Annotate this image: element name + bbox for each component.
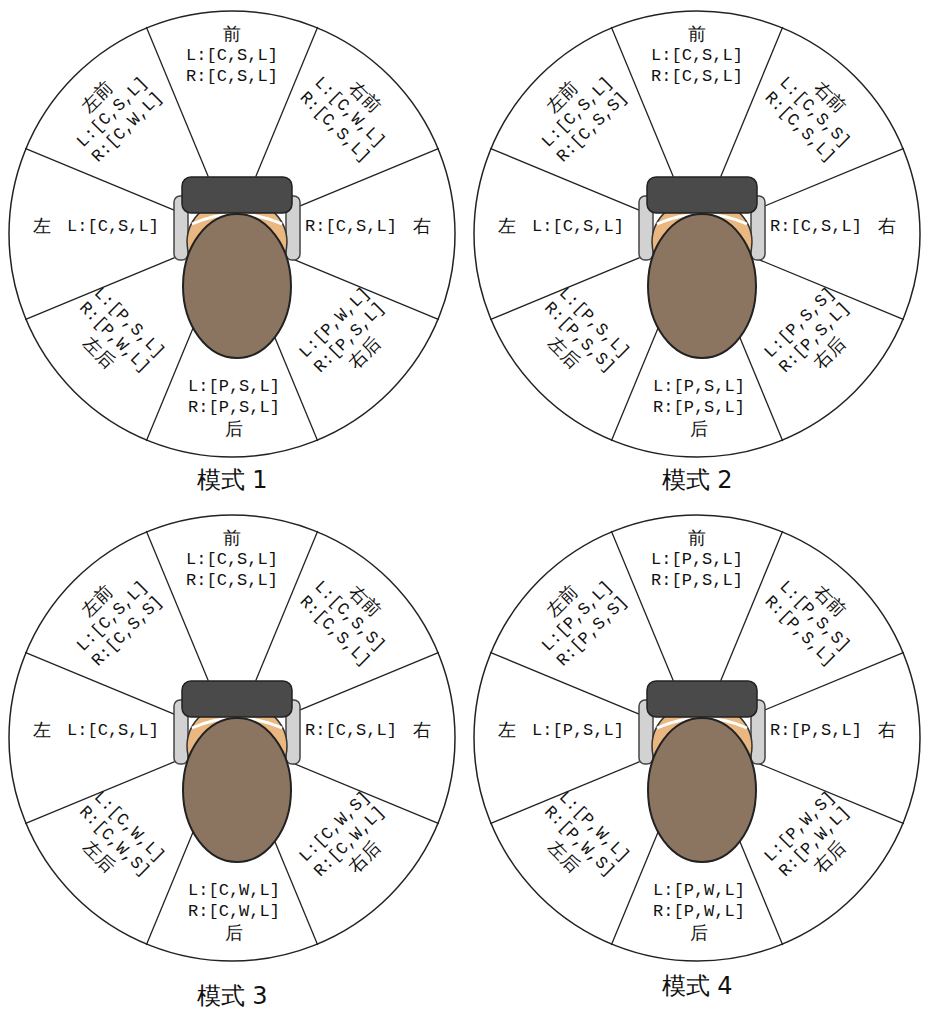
channel-code: R:[P,S,L] [188,397,280,418]
direction-label: 左 [33,215,51,237]
channel-code: R:[C,S,L] [305,216,397,237]
mode-caption: 模式 2 [662,464,733,496]
direction-sector: 左 L:[P,S,L] [498,719,624,741]
direction-sector: L:[P,S,L]R:[P,S,S]左后 [524,283,634,393]
direction-sector: 左前L:[C,S,L]R:[C,W,L] [57,57,167,167]
direction-wheel: 模式 1前L:[C,S,L]R:[C,S,L]右前L:[C,W,L]R:[C,S… [8,10,456,458]
direction-sector: L:[C,W,L]R:[C,W,L]后 [188,880,280,944]
direction-sector: L:[P,W,L]R:[P,W,L]后 [653,880,745,944]
direction-label: 右 [878,215,896,237]
direction-sector: R:[C,S,L] 右 [305,215,431,237]
mode-caption: 模式 3 [197,980,268,1012]
channel-code: L:[P,S,L] [653,376,745,397]
direction-label: 左 [33,719,51,741]
channel-code: R:[C,S,L] [305,720,397,741]
direction-label: 后 [690,922,708,944]
direction-sector: 前L:[C,S,L]R:[C,S,L] [651,23,743,87]
channel-code: L:[C,S,L] [67,216,159,237]
direction-sector: L:[C,W,S]R:[C,W,L]右后 [295,787,405,897]
direction-label: 后 [225,922,243,944]
direction-label: 后 [690,418,708,440]
direction-label: 右 [413,215,431,237]
channel-code: L:[C,W,L] [188,880,280,901]
channel-code: L:[P,S,L] [188,376,280,397]
direction-sector: L:[P,W,L]R:[P,S,L]右后 [295,283,405,393]
channel-code: R:[C,W,L] [188,901,280,922]
channel-code: L:[C,S,L] [532,216,624,237]
direction-label: 左 [498,719,516,741]
direction-label: 右 [878,719,896,741]
direction-sector: L:[P,S,L]R:[P,S,L]后 [653,376,745,440]
wheel-art [25,27,439,441]
direction-sector: L:[P,W,S]R:[P,W,L]右后 [760,787,870,897]
direction-sector: 左 L:[C,S,L] [33,215,159,237]
direction-label: 前 [688,527,706,549]
channel-code: R:[P,S,L] [651,570,743,591]
channel-code: R:[C,S,L] [770,216,862,237]
direction-sector: 左 L:[C,S,L] [498,215,624,237]
direction-sector: R:[C,S,L] 右 [770,215,896,237]
direction-sector: L:[C,W,L]R:[C,W,S]左后 [59,787,169,897]
direction-wheel: 模式 3前L:[C,S,L]R:[C,S,L]右前L:[C,S,S]R:[C,S… [8,514,456,962]
direction-wheel: 模式 2前L:[C,S,L]R:[C,S,L]右前L:[C,S,S]R:[C,S… [473,10,921,458]
channel-code: R:[C,S,L] [651,66,743,87]
channel-code: R:[P,S,L] [770,720,862,741]
wheel-art [25,531,439,945]
direction-label: 右 [413,719,431,741]
channel-code: L:[C,S,L] [67,720,159,741]
direction-label: 前 [688,23,706,45]
direction-sector: 左前L:[P,S,L]R:[P,S,S] [522,561,632,671]
direction-label: 后 [225,418,243,440]
wheel-art [490,531,904,945]
channel-code: L:[C,S,L] [186,549,278,570]
direction-label: 前 [223,527,241,549]
direction-sector: 右前L:[C,W,L]R:[C,S,L] [295,57,405,167]
channel-code: L:[P,S,L] [532,720,624,741]
channel-code: R:[P,S,L] [653,397,745,418]
direction-sector: 左 L:[C,S,L] [33,719,159,741]
direction-sector: L:[P,S,L]R:[P,S,L]后 [188,376,280,440]
channel-code: R:[P,W,L] [653,901,745,922]
direction-sector: R:[P,S,L] 右 [770,719,896,741]
direction-sector: 前L:[P,S,L]R:[P,S,L] [651,527,743,591]
direction-label: 前 [223,23,241,45]
direction-sector: L:[P,W,L]R:[P,W,S]左后 [524,787,634,897]
direction-wheel: 模式 4前L:[P,S,L]R:[P,S,L]右前L:[P,S,S]R:[P,S… [473,514,921,962]
direction-sector: 左前L:[C,S,L]R:[C,S,S] [522,57,632,167]
wheel-art [490,27,904,441]
direction-sector: 右前L:[P,S,S]R:[P,S,L] [760,561,870,671]
direction-sector: 右前L:[C,S,S]R:[C,S,L] [295,561,405,671]
direction-sector: R:[C,S,L] 右 [305,719,431,741]
mode-caption: 模式 4 [662,970,733,1002]
channel-code: L:[C,S,L] [186,45,278,66]
direction-sector: 前L:[C,S,L]R:[C,S,L] [186,527,278,591]
direction-label: 左 [498,215,516,237]
channel-code: R:[C,S,L] [186,66,278,87]
channel-code: L:[C,S,L] [651,45,743,66]
mode-caption: 模式 1 [197,464,268,496]
channel-code: L:[P,W,L] [653,880,745,901]
channel-code: L:[P,S,L] [651,549,743,570]
direction-sector: 前L:[C,S,L]R:[C,S,L] [186,23,278,87]
direction-sector: L:[P,S,L]R:[P,W,L]左后 [59,283,169,393]
direction-sector: L:[P,S,S]R:[P,S,L]右后 [760,283,870,393]
channel-code: R:[C,S,L] [186,570,278,591]
direction-sector: 左前L:[C,S,L]R:[C,S,S] [57,561,167,671]
direction-sector: 右前L:[C,S,S]R:[C,S,L] [760,57,870,167]
